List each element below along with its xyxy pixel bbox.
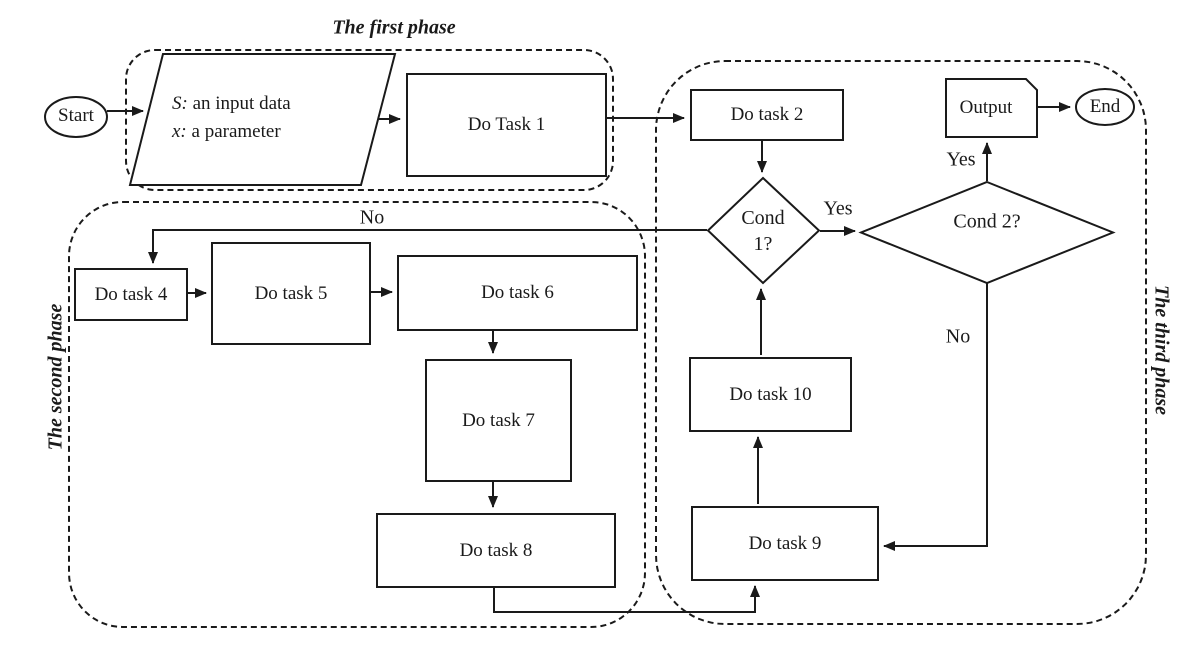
third-phase-boundary — [655, 60, 1147, 625]
first-phase-title: The first phase — [332, 16, 456, 39]
output-card-shape — [945, 78, 1038, 138]
cond2-yes-label: Yes — [946, 148, 976, 171]
task2-label: Do task 2 — [730, 104, 804, 125]
cond1-yes-label: Yes — [823, 197, 853, 220]
task7-node: Do task 7 — [425, 359, 572, 482]
task9-node: Do task 9 — [691, 506, 879, 581]
cond2-no-label: No — [945, 325, 971, 348]
first-phase-boundary — [125, 49, 614, 191]
task10-label: Do task 10 — [729, 383, 812, 405]
third-phase-title: The third phase — [1150, 284, 1173, 416]
cond1-line-2: 1? — [753, 233, 773, 255]
task5-node: Do task 5 — [211, 242, 371, 345]
cond1-label: Cond 1? — [741, 205, 784, 257]
task5-label: Do task 5 — [254, 282, 328, 304]
cond2-diamond-shape — [858, 180, 1116, 285]
input-data-text: S: an input data x: a parameter — [172, 90, 291, 146]
output-label: Output — [959, 97, 1013, 119]
input-line-2: x: a parameter — [172, 121, 281, 142]
end-label: End — [1089, 96, 1121, 118]
task10-node: Do task 10 — [689, 357, 852, 432]
cond2-label: Cond 2? — [953, 210, 1021, 233]
input-parallelogram-shape — [128, 53, 397, 186]
task4-node: Do task 4 — [74, 268, 188, 321]
edge-cond2-no-to-task9 — [883, 283, 988, 551]
task6-node: Do task 6 — [397, 255, 638, 331]
edge-cond1-no-to-task4 — [148, 229, 707, 264]
second-phase-title: The second phase — [44, 303, 67, 451]
task1-node: Do Task 1 — [406, 73, 607, 177]
start-terminator-shape — [44, 96, 108, 138]
task1-label: Do Task 1 — [467, 114, 546, 135]
cond1-no-label: No — [359, 206, 385, 229]
task9-label: Do task 9 — [748, 532, 822, 554]
second-phase-boundary — [68, 201, 646, 628]
task4-label: Do task 4 — [94, 283, 168, 305]
input-line-1: S: an input data — [172, 93, 291, 114]
task6-label: Do task 6 — [481, 282, 554, 303]
cond1-line-1: Cond — [741, 207, 785, 229]
end-terminator-shape — [1075, 88, 1135, 126]
edge-task8-to-task9 — [493, 585, 760, 613]
start-label: Start — [58, 105, 94, 127]
task2-node: Do task 2 — [690, 89, 844, 141]
task8-node: Do task 8 — [376, 513, 616, 588]
task8-label: Do task 8 — [459, 539, 533, 561]
cond1-diamond-shape — [706, 176, 821, 285]
task7-label: Do task 7 — [462, 409, 535, 431]
